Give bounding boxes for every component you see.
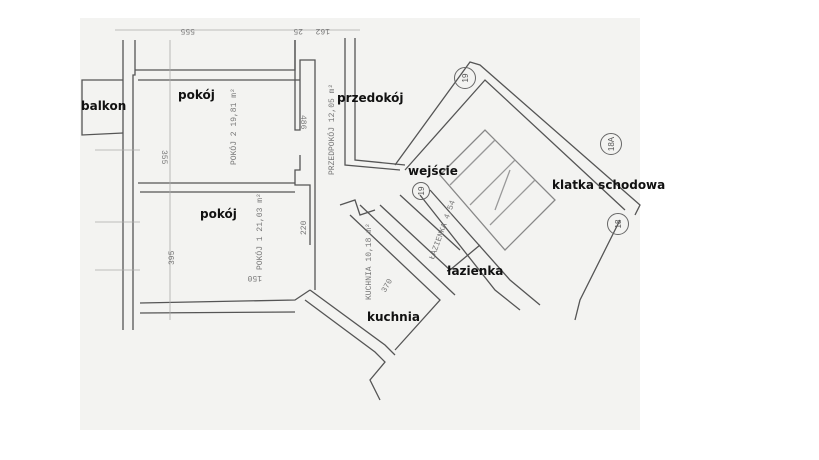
marker-18: 18 xyxy=(607,213,629,235)
wall-kitchen-right xyxy=(349,214,441,351)
marker-entry: 19 xyxy=(412,182,430,200)
stair-line xyxy=(469,159,516,206)
wall-stairwell-inner xyxy=(404,79,626,211)
balcony xyxy=(81,79,124,136)
label-pokoj-top: pokój xyxy=(178,88,215,102)
label-przedpokoj: przedokój xyxy=(337,91,404,105)
wall-top xyxy=(135,40,296,71)
staircase xyxy=(439,129,556,251)
wall-kitchen-right-2 xyxy=(359,204,456,296)
wall-stairwell-lower xyxy=(419,194,521,311)
dimension-small-2: 150 xyxy=(247,273,262,282)
wall-corridor-left-2 xyxy=(294,155,311,245)
handwritten-hall: PRZEDPOKÓJ 12,05 m² xyxy=(328,83,337,175)
label-lazienka: łazienka xyxy=(447,264,504,278)
dimension-top-2: 162 xyxy=(315,26,330,35)
wall-bath-2 xyxy=(399,194,461,251)
wall-kitchen-left xyxy=(309,289,396,356)
label-wejscie: wejście xyxy=(408,164,458,178)
wall-stairwell-right xyxy=(574,219,621,321)
wall-left-inner xyxy=(132,40,136,330)
handwritten-kitchen: KUCHNIA 10,18 m² xyxy=(365,223,374,300)
dimension-small-1: 220 xyxy=(300,220,309,235)
marker-18a: 18A xyxy=(600,133,622,155)
wall-corridor-right-2 xyxy=(354,38,406,166)
dimension-hall: 486 xyxy=(298,115,307,130)
stair-arrow xyxy=(494,169,511,211)
label-balkon: balkon xyxy=(81,99,127,113)
wall-bottom xyxy=(139,289,311,304)
marker-19: 19 xyxy=(454,67,476,89)
label-kuchnia: kuchnia xyxy=(367,310,420,324)
wall-bath xyxy=(379,204,481,271)
handwritten-room-1: POKÓJ 1 21,03 m² xyxy=(256,193,265,270)
wall-bottom-outer xyxy=(139,311,296,314)
wall-stairwell-lower-2 xyxy=(429,189,541,306)
wall-corridor-left xyxy=(294,40,316,290)
dimension-left-1: 355 xyxy=(159,150,168,165)
wall-entry xyxy=(339,199,376,216)
wall-kitchen-left-2 xyxy=(304,299,386,401)
handwritten-room-2: POKÓJ 2 19,81 m² xyxy=(230,88,239,165)
wall-stairwell-outer xyxy=(394,61,641,216)
label-pokoj-bottom: pokój xyxy=(200,207,237,221)
stair-line xyxy=(449,139,496,186)
dimension-top-3: 25 xyxy=(293,26,303,35)
label-klatka-schodowa: klatka schodowa xyxy=(552,178,666,192)
dimension-top-1: 555 xyxy=(180,26,195,35)
stair-line xyxy=(489,179,536,226)
dimension-left-2: 395 xyxy=(168,250,177,265)
wall-corridor-right xyxy=(344,38,401,171)
